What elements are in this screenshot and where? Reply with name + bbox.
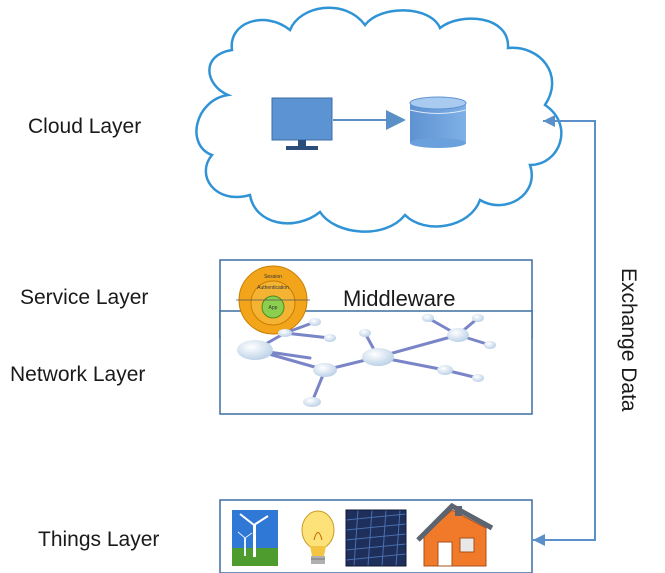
middleware-label: Middleware [343,286,456,311]
network-layer-label: Network Layer [10,363,146,386]
exchange-data-connector [533,115,596,546]
svg-text:Authentication: Authentication [257,285,289,291]
wind-turbine-icon [232,510,278,566]
monitor-icon [271,97,333,150]
house-icon [416,502,494,567]
network-graph-icon [237,314,496,407]
svg-text:App: App [269,305,278,311]
svg-text:Session: Session [264,274,282,280]
exchange-data-label: Exchange Data [617,268,640,412]
things-layer-label: Things Layer [38,528,160,551]
onion-architecture-icon: Session Authentication App [236,265,310,335]
service-layer-label: Service Layer [20,286,149,309]
database-icon [409,96,467,148]
solar-panel-icon [345,509,407,567]
cloud-layer-label: Cloud Layer [28,115,142,138]
light-bulb-icon [301,510,335,564]
